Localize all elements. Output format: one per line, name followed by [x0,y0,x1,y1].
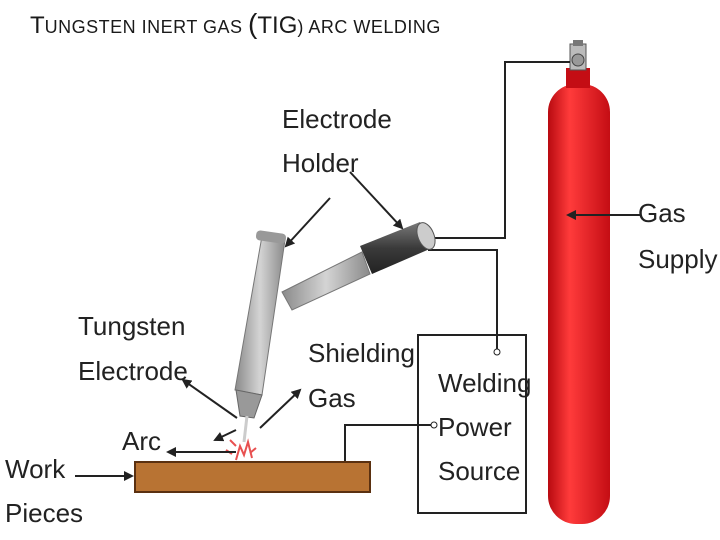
title-tail: ARC WELDING [303,17,441,37]
label-electrode-holder-line2: Holder [282,148,359,178]
label-gas-supply-line2: Supply [638,244,718,274]
title-paren-open: ( [248,8,258,39]
arrow-shielding-gas-right [259,388,302,429]
tungsten-tip [242,415,249,443]
torch-neck [281,251,371,311]
work-cable [344,424,432,462]
label-electrode-holder-line1: Electrode [282,104,392,134]
valve-top [573,40,583,46]
power-terminal-torch [493,348,501,356]
valve-knob-icon [571,53,585,67]
handle-end [416,222,436,250]
power-terminal-work [430,421,438,429]
label-power-source-line1: Welding [438,368,531,398]
label-gas-supply-line1: Gas [638,198,686,228]
gas-cylinder [548,40,610,524]
label-arc: Arc [122,426,161,456]
cylinder-body [548,84,610,524]
label-tungsten-electrode-line2: Electrode [78,356,188,386]
torch-cable [428,249,498,350]
title-first-letter: T [30,12,45,39]
label-shielding-gas-line2: Gas [308,383,356,413]
label-work-pieces-line1: Work [5,454,66,484]
label-power-source-line3: Source [438,456,520,486]
label-shielding-gas-line1: Shielding [308,338,415,368]
title-acronym: TIG [257,12,298,39]
work-piece [134,461,371,493]
label-power-source-line2: Power [438,412,512,442]
torch-nozzle [235,389,263,419]
arrow-shielding-gas-left [213,429,237,442]
arrow-holder-to-torch [284,197,331,248]
arc-icon [225,438,257,461]
torch-handle [360,222,432,274]
arrow-holder-to-handle [349,171,404,230]
title-paren-close: ) [297,17,304,37]
welding-torch [234,222,436,443]
title-rest: UNGSTEN INERT GAS [44,17,249,37]
cylinder-neck [566,68,590,88]
label-tungsten-electrode-line1: Tungsten [78,311,185,341]
label-work-pieces-line2: Pieces [5,498,83,528]
gas-line [428,61,570,239]
arrow-tungsten-electrode [181,378,238,419]
diagram-title: TUNGSTEN INERT GAS (TIG) ARC WELDING [30,8,441,40]
torch-body [234,235,286,396]
torch-cap [255,230,287,244]
